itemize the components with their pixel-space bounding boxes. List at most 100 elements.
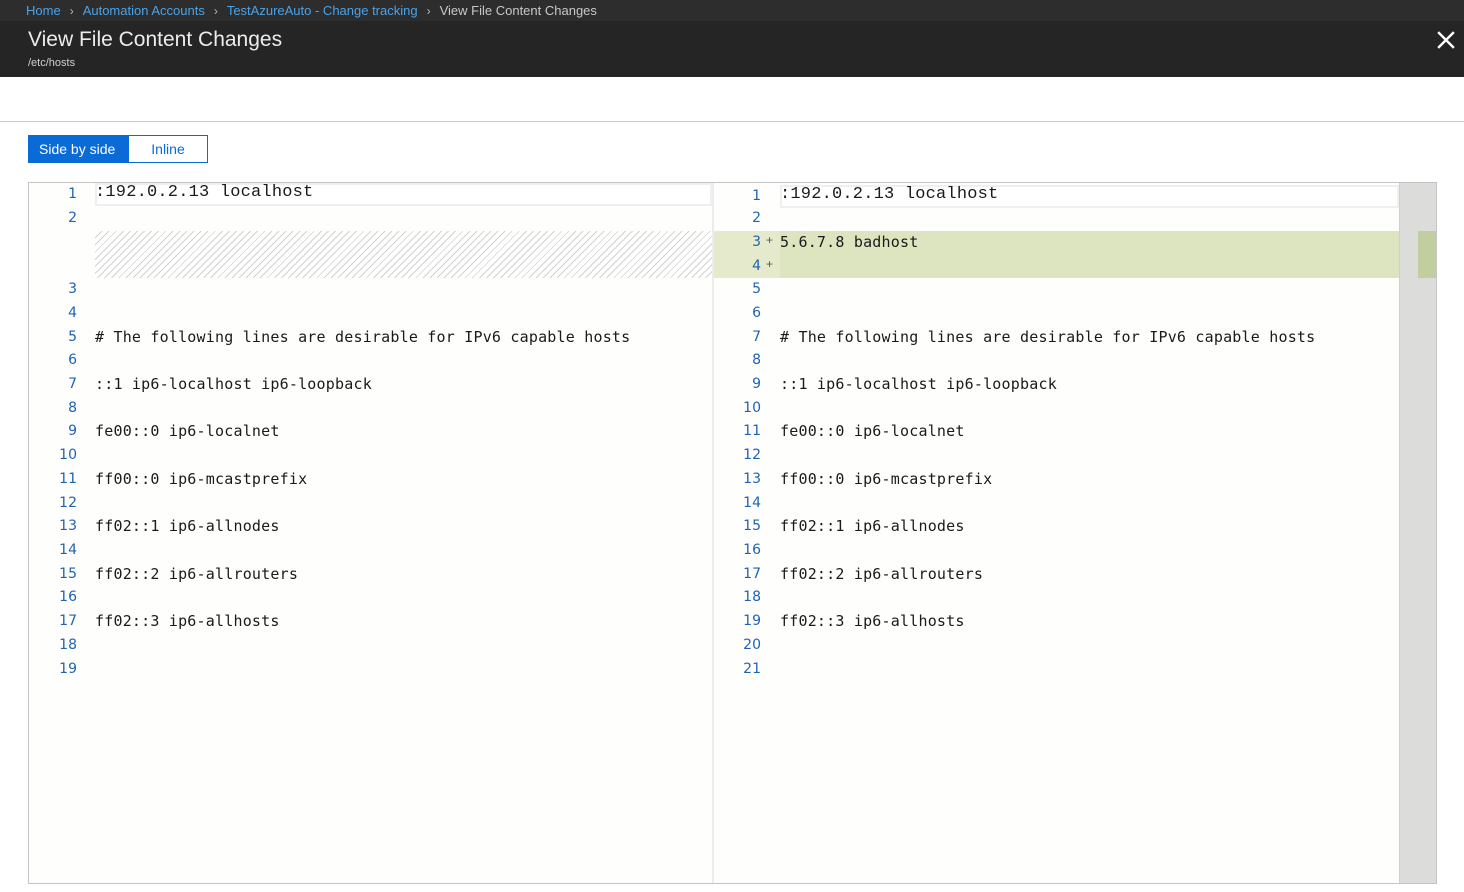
line-number: 17 [59,613,77,629]
line-number: 18 [743,589,761,605]
line-text: ::1 ip6-localhost ip6-loopback [95,375,372,393]
close-button[interactable] [1434,28,1458,52]
diff-line: 15 ff02::1 ip6-allnodes [714,515,1399,539]
side-by-side-button[interactable]: Side by side [29,136,129,162]
breadcrumb-current: View File Content Changes [439,3,597,18]
line-number: 1 [752,188,761,204]
line-number: 19 [743,613,761,629]
diff-line: 9::1 ip6-localhost ip6-loopback [714,373,1399,397]
diff-line: 14 [714,492,1399,516]
diff-line: 12 [714,444,1399,468]
line-text: :192.0.2.13 localhost [95,183,314,202]
line-number: 15 [743,518,761,534]
line-number: 19 [59,661,77,677]
line-number: 5 [752,281,761,297]
original-pane: 1:192.0.2.13 localhost 2 3 4 5# The foll… [29,183,712,883]
diff-line-added: 4+ [714,255,1399,279]
breadcrumb-automation-accounts[interactable]: Automation Accounts [82,3,205,18]
diff-line: 8 [714,349,1399,373]
line-number: 15 [59,566,77,582]
line-number: 14 [59,542,77,558]
line-number: 10 [59,447,77,463]
breadcrumb-change-tracking[interactable]: TestAzureAuto - Change tracking [226,3,418,18]
line-number: 9 [68,423,77,439]
line-text: ff02::1 ip6-allnodes [780,517,965,535]
line-number: 1 [68,186,77,202]
line-number: 11 [743,423,761,439]
diff-line: 2 [29,207,712,231]
line-text: ff02::3 ip6-allhosts [95,612,280,630]
line-number: 16 [743,542,761,558]
line-text: ff02::2 ip6-allrouters [780,565,984,583]
chevron-right-icon: › [213,3,218,18]
line-number: 17 [743,566,761,582]
line-text: # The following lines are desirable for … [95,328,631,346]
added-change-marker[interactable] [1418,231,1436,278]
diff-line: 17 ff02::3 ip6-allhosts [29,610,712,634]
diff-line: 12 [29,492,712,516]
diff-line: 2 [714,207,1399,231]
blade-header: Home › Automation Accounts › TestAzureAu… [0,0,1464,77]
diff-line: 19 ff02::3 ip6-allhosts [714,610,1399,634]
diff-line: 17 ff02::2 ip6-allrouters [714,563,1399,587]
diff-line: 18 [714,586,1399,610]
line-text: ::1 ip6-localhost ip6-loopback [780,375,1057,393]
line-number: 3 [752,234,761,250]
line-number: 14 [743,495,761,511]
diff-line: 14 [29,539,712,563]
line-number: 16 [59,589,77,605]
line-number: 3 [68,281,77,297]
line-text: 5.6.7.8 badhost [780,233,919,251]
diff-line: 21 [714,658,1399,682]
page-subtitle: /etc/hosts [28,57,76,69]
line-number: 13 [743,471,761,487]
line-number: 21 [743,661,761,677]
inline-button[interactable]: Inline [129,136,207,162]
diff-line: 6 [29,349,712,373]
overview-ruler-scrollbar[interactable] [1399,183,1436,883]
line-number: 7 [752,329,761,345]
line-number: 5 [68,329,77,345]
line-number: 12 [743,447,761,463]
diff-line: 1:192.0.2.13 localhost [714,185,1399,209]
pane-divider[interactable] [712,183,714,883]
current-line-highlight [95,183,712,206]
modified-pane: 1:192.0.2.13 localhost 2 3+5.6.7.8 badho… [714,183,1399,883]
diff-line-added: 3+5.6.7.8 badhost [714,231,1399,255]
breadcrumb-home[interactable]: Home [26,3,61,18]
line-number: 13 [59,518,77,534]
diff-line: 16 [29,586,712,610]
diff-line: 16 [714,539,1399,563]
close-icon [1437,31,1455,49]
line-number: 12 [59,495,77,511]
diff-line: 5 [714,278,1399,302]
diff-line: 5 # The following lines are desirable for… [29,326,712,350]
chevron-right-icon: › [69,3,74,18]
line-number: 8 [68,400,77,416]
line-text: ff02::3 ip6-allhosts [780,612,965,630]
line-number: 2 [68,210,77,226]
line-number: 18 [59,637,77,653]
diff-line: 1 :192.0.2.13 localhost [29,183,712,207]
line-text: ff02::2 ip6-allrouters [95,565,299,583]
line-number: 20 [743,637,761,653]
line-text: ff00::0 ip6-mcastprefix [780,470,993,488]
diff-line: 6 [714,302,1399,326]
diff-line: 3 [29,278,712,302]
line-number: 6 [68,352,77,368]
diff-line: 13 ff00::0 ip6-mcastprefix [714,468,1399,492]
line-number: 8 [752,352,761,368]
chevron-right-icon: › [426,3,431,18]
page-title: View File Content Changes [28,28,283,51]
diff-line: 7::1 ip6-localhost ip6-loopback [29,373,712,397]
line-number: 10 [743,400,761,416]
line-number: 9 [752,376,761,392]
breadcrumb: Home › Automation Accounts › TestAzureAu… [0,0,1464,21]
current-line-highlight [780,185,1399,208]
diff-line: 15 ff02::2 ip6-allrouters [29,563,712,587]
diff-line: 19 [29,658,712,682]
